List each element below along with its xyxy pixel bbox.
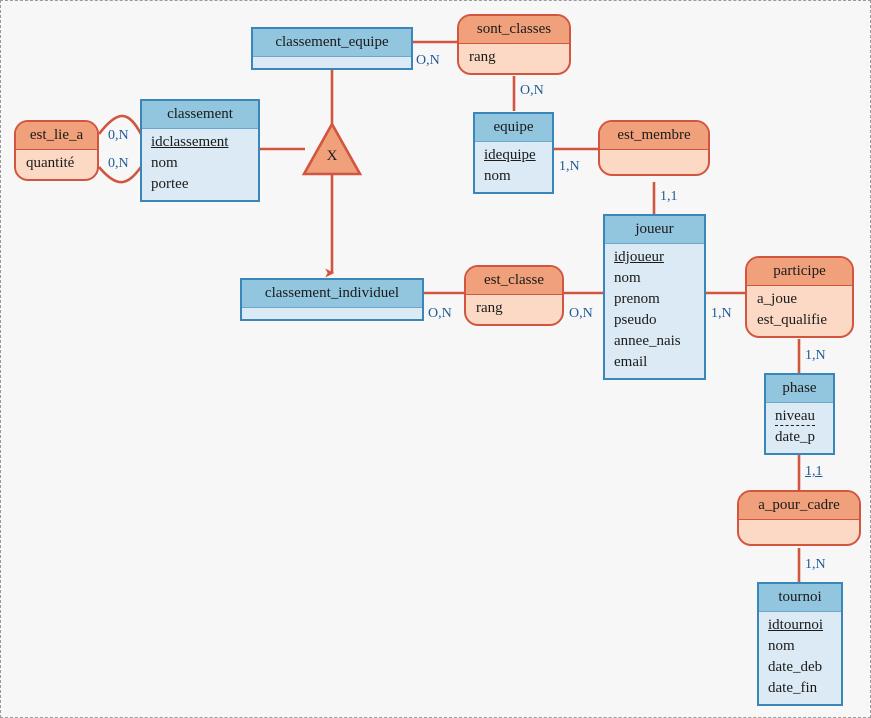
cardinality-sont-classes-equipe: O,N	[520, 83, 544, 98]
relationship-title: est_lie_a	[16, 122, 97, 150]
relationship-title: a_pour_cadre	[739, 492, 859, 520]
attribute-annee-nais: annee_nais	[614, 333, 681, 349]
entity-joueur[interactable]: joueur idjoueur nom prenom pseudo annee_…	[603, 214, 706, 380]
attribute-date-fin: date_fin	[768, 680, 818, 696]
attribute-rang: rang	[476, 300, 503, 316]
attribute-portee: portee	[151, 176, 189, 192]
cardinality-phase-a-pour-cadre: 1,1	[805, 464, 823, 479]
entity-title: classement_equipe	[253, 29, 411, 57]
cardinality-joueur-participe: 1,N	[711, 306, 732, 321]
entity-classement-individuel[interactable]: classement_individuel	[240, 278, 424, 321]
entity-title: classement_individuel	[242, 280, 422, 308]
entity-title: phase	[766, 375, 833, 403]
relationship-attribute-list: quantité	[16, 150, 97, 179]
relationship-title: sont_classes	[459, 16, 569, 44]
attribute-pseudo: pseudo	[614, 312, 657, 328]
attribute-est-qualifie: est_qualifie	[757, 312, 827, 328]
relationship-est-lie-a[interactable]: est_lie_a quantité	[14, 120, 99, 181]
attribute-date-deb: date_deb	[768, 659, 823, 675]
attribute-idjoueur: idjoueur	[614, 249, 664, 265]
entity-title: classement	[142, 101, 258, 129]
attribute-nom: nom	[768, 638, 795, 654]
cardinality-est-classe-joueur: O,N	[569, 306, 593, 321]
cardinality-est-lie-a-classement-2: 0,N	[108, 156, 129, 171]
attribute-idclassement: idclassement	[151, 134, 229, 150]
entity-classement-equipe[interactable]: classement_equipe	[251, 27, 413, 70]
entity-tournoi[interactable]: tournoi idtournoi nom date_deb date_fin	[757, 582, 843, 706]
entity-title: joueur	[605, 216, 704, 244]
entity-attribute-list	[242, 308, 422, 319]
entity-attribute-list	[253, 57, 411, 68]
cardinality-equipe-est-membre: 1,N	[559, 159, 580, 174]
attribute-prenom: prenom	[614, 291, 660, 307]
cardinality-est-lie-a-classement-1: 0,N	[108, 128, 129, 143]
attribute-email: email	[614, 354, 648, 370]
relationship-attribute-list: a_joue est_qualifie	[747, 286, 852, 336]
cardinality-a-pour-cadre-tournoi: 1,N	[805, 557, 826, 572]
relationship-est-classe[interactable]: est_classe rang	[464, 265, 564, 326]
attribute-niveau: niveau	[775, 408, 815, 426]
relationship-attribute-list: rang	[459, 44, 569, 73]
entity-classement[interactable]: classement idclassement nom portee	[140, 99, 260, 202]
entity-phase[interactable]: phase niveau date_p	[764, 373, 835, 455]
entity-title: equipe	[475, 114, 552, 142]
relationship-a-pour-cadre[interactable]: a_pour_cadre	[737, 490, 861, 546]
relationship-title: est_membre	[600, 122, 708, 150]
cardinality-classement-individuel-est-classe: O,N	[428, 306, 452, 321]
attribute-nom: nom	[151, 155, 178, 171]
entity-attribute-list: idclassement nom portee	[142, 129, 258, 200]
cardinality-participe-phase: 1,N	[805, 348, 826, 363]
relationship-est-membre[interactable]: est_membre	[598, 120, 710, 176]
entity-attribute-list: idjoueur nom prenom pseudo annee_nais em…	[605, 244, 704, 378]
attribute-nom: nom	[614, 270, 641, 286]
attribute-date-p: date_p	[775, 429, 815, 445]
relationship-title: participe	[747, 258, 852, 286]
attribute-quantite: quantité	[26, 155, 75, 171]
attribute-a-joue: a_joue	[757, 291, 797, 307]
relationship-attribute-list	[739, 520, 859, 544]
attribute-idtournoi: idtournoi	[768, 617, 823, 633]
specialization-label: X	[326, 148, 338, 164]
relationship-title: est_classe	[466, 267, 562, 295]
entity-attribute-list: idtournoi nom date_deb date_fin	[759, 612, 841, 704]
attribute-idequipe: idequipe	[484, 147, 536, 163]
attribute-rang: rang	[469, 49, 496, 65]
entity-attribute-list: idequipe nom	[475, 142, 552, 192]
cardinality-classement-equipe-sont-classes: O,N	[416, 53, 440, 68]
entity-title: tournoi	[759, 584, 841, 612]
relationship-attribute-list: rang	[466, 295, 562, 324]
entity-attribute-list: niveau date_p	[766, 403, 833, 453]
relationship-attribute-list	[600, 150, 708, 174]
specialization-xor-symbol[interactable]: X	[303, 124, 361, 174]
relationship-participe[interactable]: participe a_joue est_qualifie	[745, 256, 854, 338]
entity-equipe[interactable]: equipe idequipe nom	[473, 112, 554, 194]
relationship-sont-classes[interactable]: sont_classes rang	[457, 14, 571, 75]
attribute-nom: nom	[484, 168, 511, 184]
cardinality-est-membre-joueur: 1,1	[660, 189, 678, 204]
